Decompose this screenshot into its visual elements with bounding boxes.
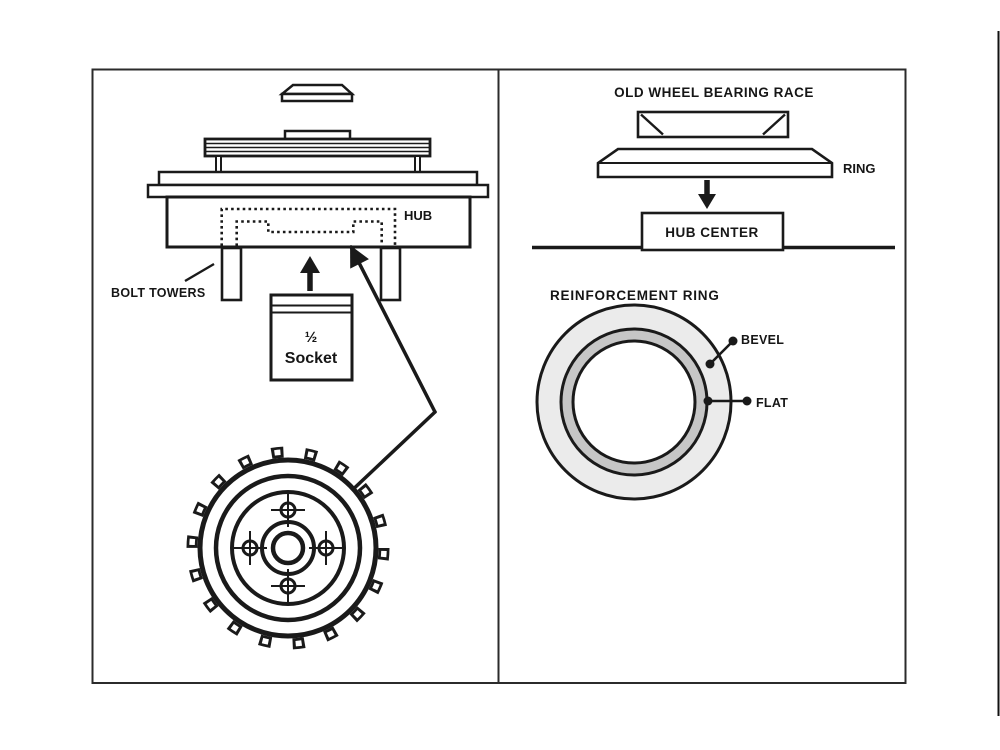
hub-center-box	[640, 211, 785, 252]
right-bolt-tower-shape	[379, 246, 402, 302]
bolt-hole-bottom	[271, 569, 305, 603]
upper-flange-plate	[157, 170, 479, 187]
hub-assembly-drawing	[146, 83, 490, 650]
left-post-shape	[215, 155, 222, 173]
bolt-hole-top	[271, 493, 305, 527]
left-bolt-tower-shape	[220, 246, 243, 302]
old-race-shape	[636, 110, 790, 139]
socket-size-label: ½	[305, 329, 318, 346]
bearing-race-drawing	[532, 110, 895, 501]
flat-leader	[703, 396, 752, 406]
hub-body-shape	[165, 195, 472, 249]
socket-shape	[269, 293, 354, 382]
bolt-hole-left	[233, 531, 267, 565]
bevel-label: BEVEL	[741, 333, 784, 347]
wheel-lugs-outer	[186, 446, 390, 650]
bolt-towers-label: BOLT TOWERS	[111, 286, 206, 300]
dust-cap-shape	[278, 83, 356, 103]
bevel-leader	[705, 336, 738, 369]
up-arrow	[300, 256, 320, 291]
reinforcement-ring-shape	[535, 303, 733, 501]
bolt-towers-leader-line	[184, 262, 215, 283]
wheel-center-hole	[270, 530, 306, 566]
ring-label: RING	[843, 161, 876, 176]
hub-label: HUB	[404, 208, 432, 223]
ring-edge-view-shape	[596, 147, 834, 179]
flat-label: FLAT	[756, 396, 788, 410]
socket-label: Socket	[285, 350, 338, 367]
down-arrow	[698, 180, 716, 209]
reinforcement-ring-title: REINFORCEMENT RING	[550, 288, 720, 303]
right-post-shape	[414, 155, 421, 173]
lower-flange-plate	[146, 183, 490, 199]
hub-cavity-dotted-outline	[220, 207, 397, 246]
ring-inner-hole	[571, 339, 697, 465]
hub-center-label: HUB CENTER	[665, 225, 759, 240]
old-race-title: OLD WHEEL BEARING RACE	[614, 85, 814, 100]
bolt-hole-right	[309, 531, 343, 565]
wheel-drawing	[186, 446, 390, 650]
striped-plate-shape	[203, 137, 432, 158]
